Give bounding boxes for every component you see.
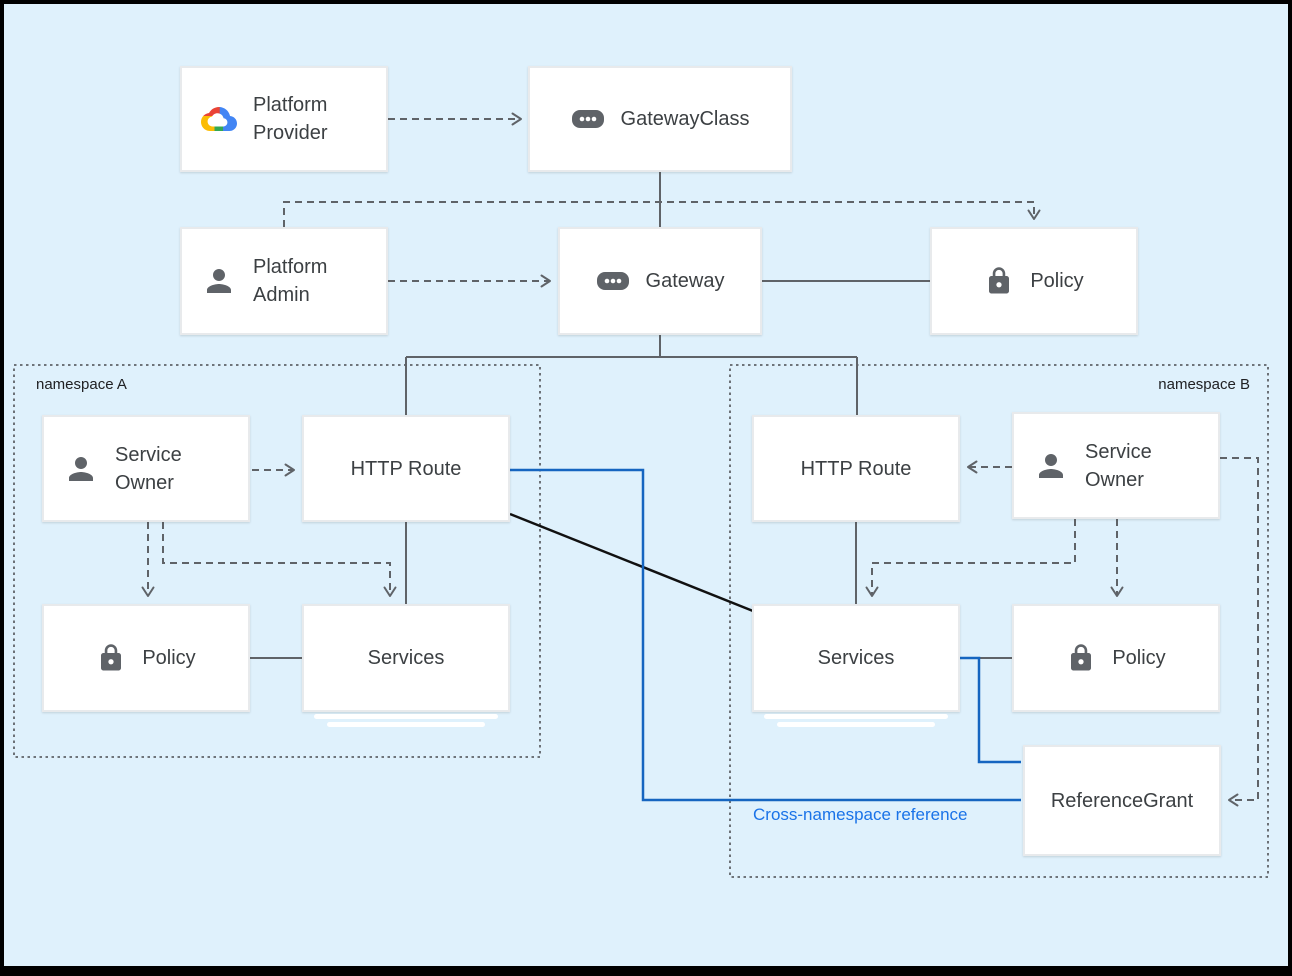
node-referencegrant-label: ReferenceGrant <box>1050 789 1194 812</box>
node-policy-b-label: Policy <box>1112 647 1166 669</box>
lock-icon <box>96 643 126 673</box>
cross-namespace-reference-label: Cross-namespace reference <box>753 805 968 824</box>
node-policy-a: Policy <box>42 604 250 712</box>
node-policy-a-label: Policy <box>142 647 196 669</box>
node-gatewayclass-label: GatewayClass <box>620 108 750 130</box>
resource-chip-icon <box>596 271 630 291</box>
person-icon <box>1033 448 1069 484</box>
node-service-owner-a: Service Owner <box>42 415 250 522</box>
person-icon <box>63 451 99 487</box>
node-http-route-b-label: HTTP Route <box>800 457 912 480</box>
node-services-b: Services <box>752 604 960 727</box>
node-policy-cluster-label: Policy <box>1030 270 1084 292</box>
node-services-a: Services <box>302 604 510 727</box>
node-http-route-b: HTTP Route <box>752 415 960 522</box>
google-cloud-icon <box>201 104 237 134</box>
node-service-owner-a-label: Service Owner <box>115 443 182 494</box>
resource-chip-icon <box>571 109 605 129</box>
node-platform-admin: Platform Admin <box>180 227 388 335</box>
node-gateway-label: Gateway <box>645 270 725 292</box>
node-gateway: Gateway <box>558 227 762 335</box>
node-platform-admin-label: Platform Admin <box>253 256 328 306</box>
node-gatewayclass: GatewayClass <box>528 66 792 172</box>
node-services-a-label: Services <box>367 647 445 669</box>
node-service-owner-b-label: Service Owner <box>1085 440 1152 491</box>
node-http-route-a-label: HTTP Route <box>350 457 462 480</box>
lock-icon <box>984 266 1014 296</box>
node-platform-provider-label: Platform Provider <box>253 94 328 144</box>
node-policy-b: Policy <box>1012 604 1220 712</box>
node-policy-cluster: Policy <box>930 227 1138 335</box>
node-service-owner-b: Service Owner <box>1012 412 1220 519</box>
namespace-a-label: namespace A <box>36 376 127 393</box>
person-icon <box>201 263 237 299</box>
node-platform-provider: Platform Provider <box>180 66 388 172</box>
node-services-b-label: Services <box>817 647 895 669</box>
lock-icon <box>1066 643 1096 673</box>
node-referencegrant: ReferenceGrant <box>1023 745 1221 856</box>
namespace-b-label: namespace B <box>1158 376 1250 393</box>
node-http-route-a: HTTP Route <box>302 415 510 522</box>
